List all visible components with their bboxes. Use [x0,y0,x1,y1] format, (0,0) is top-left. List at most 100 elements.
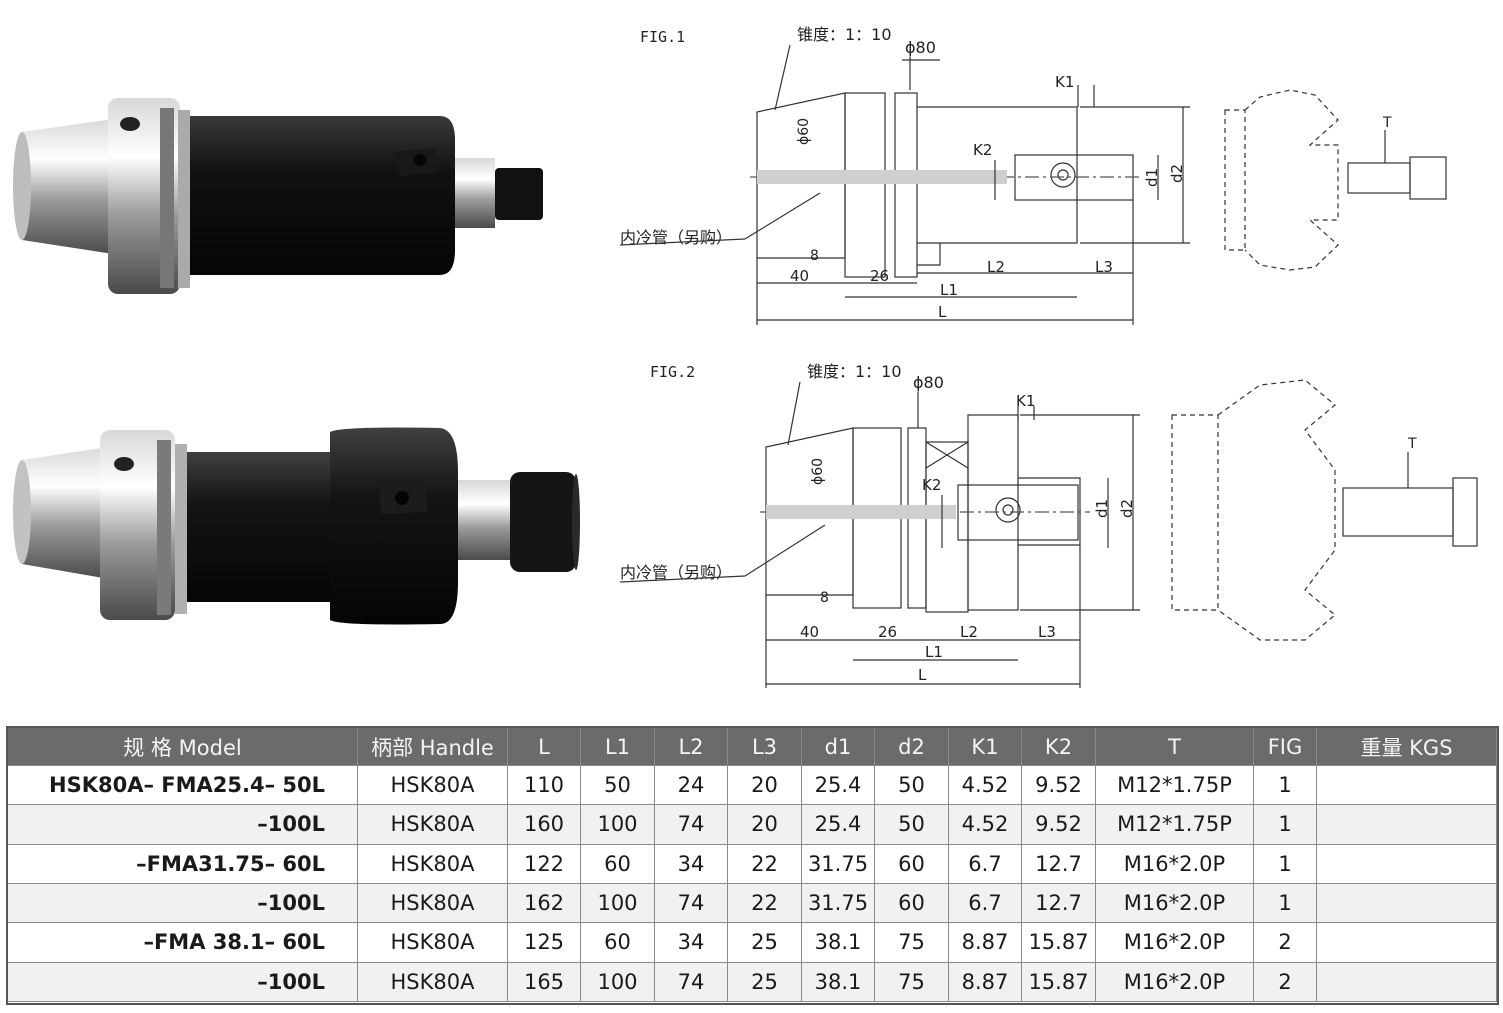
fig1-phi80-label: ϕ80 [905,38,936,57]
cell-model: –100L [7,882,358,924]
cell-l2: 24 [654,764,728,806]
cell-l3: 25 [727,922,802,963]
fig2-k2-label: K2 [922,476,941,494]
cell-l2: 74 [654,882,728,924]
product-photo-fma-large [0,412,580,642]
cell-handle: HSK80A [357,804,508,845]
cell-l1: 100 [580,882,655,924]
cell-k1: 6.7 [948,882,1022,924]
technical-drawing-fig2: FIG.2 锥度：1：10 ϕ80 ϕ60 内冷管（另购） d2 d1 K1 K… [600,350,1480,690]
cell-model: HSK80A– FMA25.4– 50L [7,764,358,806]
fig2-dim-8: 8 [820,590,829,606]
cell-weight [1316,961,1497,1003]
cell-k1: 6.7 [948,843,1022,884]
cell-d1: 31.75 [801,843,875,884]
cell-weight [1316,764,1497,806]
cell-k1: 4.52 [948,764,1022,806]
cell-handle: HSK80A [357,922,508,963]
cell-d2: 50 [874,804,949,845]
cell-weight [1316,882,1497,924]
cell-handle: HSK80A [357,961,508,1003]
cell-d1: 25.4 [801,764,875,806]
cell-d2: 60 [874,882,949,924]
cell-l: 162 [507,882,581,924]
header-fig: FIG [1253,727,1317,766]
cell-l: 110 [507,764,581,806]
cell-k2: 9.52 [1021,764,1096,806]
fig2-dim-40: 40 [800,623,819,641]
fig2-k1-label: K1 [1016,392,1035,410]
header-model: 规 格 Model [7,727,358,766]
header-l3: L3 [727,727,802,766]
fig1-label: FIG.1 [640,28,685,46]
header-t: T [1095,727,1254,766]
cell-fig: 2 [1253,961,1317,1003]
header-k1: K1 [948,727,1022,766]
cell-l2: 34 [654,843,728,884]
fig1-k1-label: K1 [1055,73,1074,91]
fig1-d2-label: d2 [1168,164,1186,183]
cell-fig: 1 [1253,882,1317,924]
fig2-d2-label: d2 [1118,499,1136,518]
fig2-dim-26: 26 [878,623,897,641]
header-weight: 重量 KGS [1316,727,1497,766]
header-l2: L2 [654,727,728,766]
fig2-label: FIG.2 [650,363,695,381]
header-l: L [507,727,581,766]
cell-handle: HSK80A [357,882,508,924]
header-handle: 柄部 Handle [357,727,508,766]
cell-l: 165 [507,961,581,1003]
cell-fig: 1 [1253,804,1317,845]
cell-k2: 15.87 [1021,922,1096,963]
header-d1: d1 [801,727,875,766]
fig2-l-label: L [918,666,927,684]
cell-d1: 31.75 [801,882,875,924]
fig2-l3-label: L3 [1038,623,1056,641]
cell-d1: 38.1 [801,922,875,963]
cell-d2: 60 [874,843,949,884]
cell-handle: HSK80A [357,843,508,884]
fig1-dim-40: 40 [790,267,809,285]
cell-model: –FMA 38.1– 60L [7,922,358,963]
technical-drawing-fig1: FIG.1 锥度：1：10 ϕ80 ϕ60 内冷管（另购） d2 d1 K1 K… [600,15,1480,335]
cell-l2: 34 [654,922,728,963]
fig2-coolant-label: 内冷管（另购） [620,563,732,582]
cell-l: 160 [507,804,581,845]
cell-t: M16*2.0P [1095,843,1254,884]
cell-l1: 100 [580,804,655,845]
cell-handle: HSK80A [357,764,508,806]
fig1-l2-label: L2 [987,258,1005,276]
cell-d2: 75 [874,922,949,963]
product-photo-fma-small [0,80,560,310]
cell-model: –100L [7,961,358,1003]
fig2-phi60-label: ϕ60 [810,458,826,485]
cell-fig: 1 [1253,764,1317,806]
cell-l3: 22 [727,882,802,924]
fig2-l2-label: L2 [960,623,978,641]
cell-t: M12*1.75P [1095,804,1254,845]
cell-l3: 25 [727,961,802,1003]
cell-k2: 12.7 [1021,882,1096,924]
cell-weight [1316,804,1497,845]
cell-l3: 20 [727,804,802,845]
cell-k1: 8.87 [948,922,1022,963]
cell-t: M16*2.0P [1095,961,1254,1003]
fig1-k2-label: K2 [973,141,992,159]
cell-d2: 50 [874,764,949,806]
fig1-t-label: T [1382,115,1392,131]
spec-table: 规 格 Model 柄部 Handle L L1 L2 L3 d1 d2 K1 … [7,727,1497,1003]
cell-t: M16*2.0P [1095,882,1254,924]
cell-fig: 1 [1253,843,1317,884]
cell-l1: 60 [580,843,655,884]
fig2-l1-label: L1 [925,643,943,661]
cell-model: –FMA31.75– 60L [7,843,358,884]
cell-l3: 22 [727,843,802,884]
fig1-d1-label: d1 [1143,168,1161,187]
cell-k1: 4.52 [948,804,1022,845]
cell-l1: 50 [580,764,655,806]
cell-fig: 2 [1253,922,1317,963]
